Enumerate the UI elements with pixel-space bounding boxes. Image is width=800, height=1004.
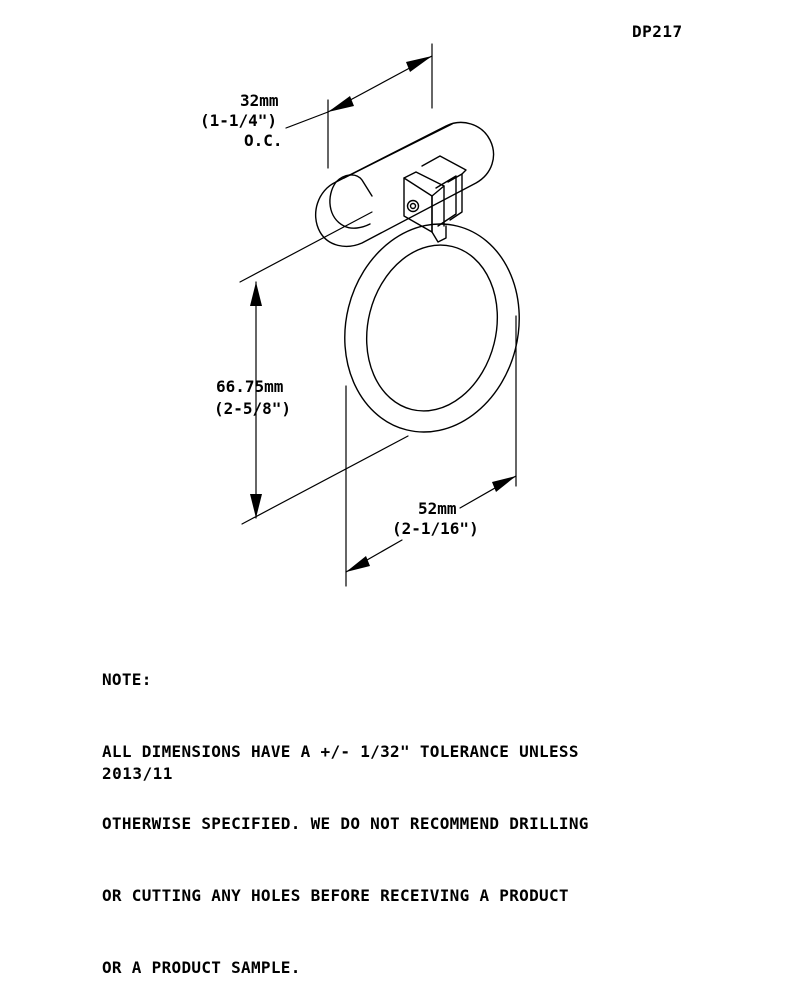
backplate-top-line <box>343 123 453 179</box>
note-line: OR A PRODUCT SAMPLE. <box>102 958 301 977</box>
dim-oc-suffix: O.C. <box>244 131 283 150</box>
dim-oc-metric: 32mm <box>240 91 279 110</box>
backplate-front-edge <box>329 181 371 229</box>
technical-drawing: 32mm (1-1/4") O.C. 66.75mm (2-5/8") 52mm… <box>200 43 520 587</box>
note-heading: NOTE: <box>102 670 152 689</box>
dim-width-imperial: (2-1/16") <box>392 519 479 538</box>
note-line: OTHERWISE SPECIFIED. WE DO NOT RECOMMEND… <box>102 814 589 833</box>
dim-width-metric: 52mm <box>418 499 457 518</box>
ring-outer <box>344 223 520 433</box>
screw-hole <box>406 199 420 213</box>
note-line: ALL DIMENSIONS HAVE A +/- 1/32" TOLERANC… <box>102 742 579 761</box>
towel-ring <box>344 223 520 433</box>
dimension-height <box>239 211 409 525</box>
backplate-outline <box>315 121 495 247</box>
dim-oc-imperial: (1-1/4") <box>200 111 277 130</box>
dim-height-metric: 66.75mm <box>216 377 284 396</box>
backplate <box>315 121 495 247</box>
dim-height-imperial: (2-5/8") <box>214 399 291 418</box>
date-stamp: 2013/11 <box>102 764 173 783</box>
note-block: NOTE: ALL DIMENSIONS HAVE A +/- 1/32" TO… <box>102 620 722 1004</box>
part-number: DP217 <box>632 22 683 41</box>
backplate-inner-curve <box>335 174 373 197</box>
ring-inner <box>365 244 499 412</box>
note-line: OR CUTTING ANY HOLES BEFORE RECEIVING A … <box>102 886 569 905</box>
mounting-clip <box>403 155 467 243</box>
